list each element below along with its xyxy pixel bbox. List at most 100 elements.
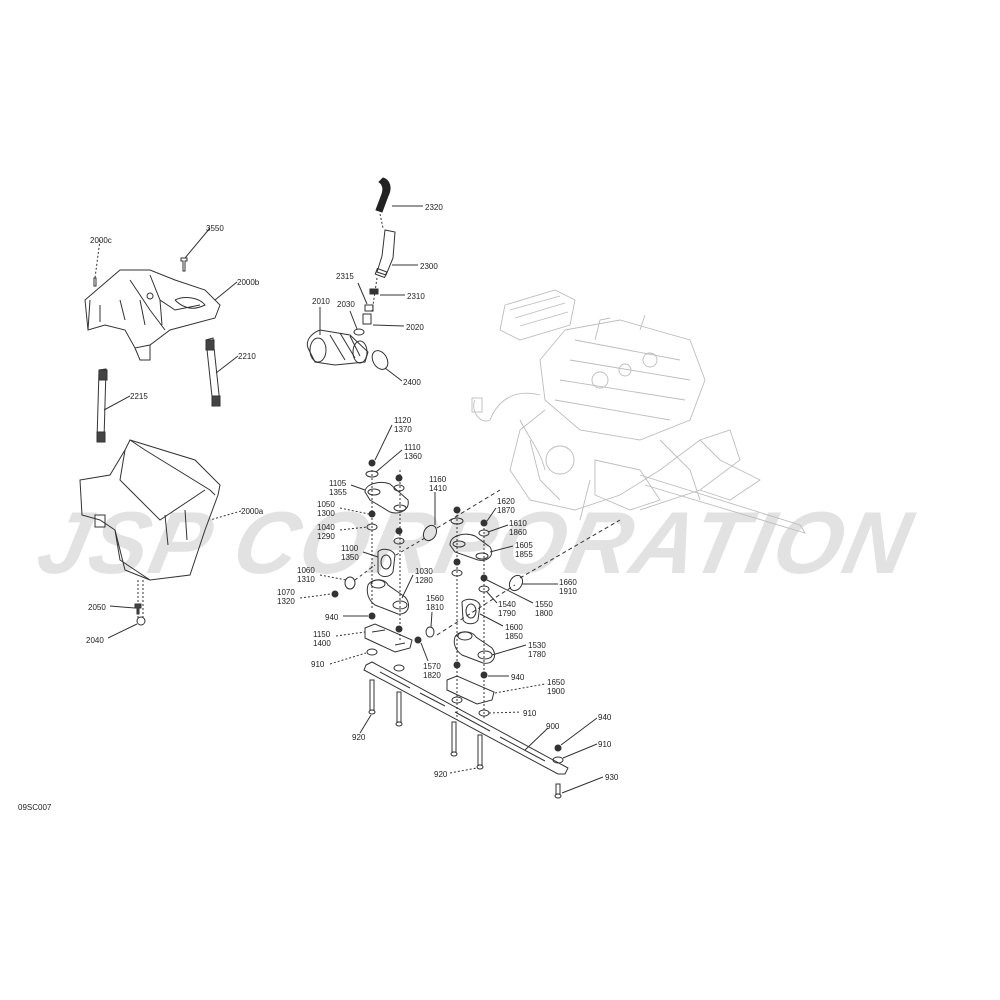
part-number: 1620 [497, 497, 515, 506]
nut-940 [554, 744, 562, 752]
part-number: 900 [546, 722, 560, 731]
part-callout-910: 910 [598, 740, 611, 749]
screw-2000c [93, 277, 97, 287]
mount-1100 [377, 548, 396, 577]
part-callout-2300: 2300 [420, 262, 438, 271]
bolt-930 [555, 783, 561, 795]
part-number: 1800 [535, 609, 553, 618]
clamp-2400 [371, 350, 389, 370]
leader-3550 [184, 227, 211, 259]
part-number: 1150 [313, 630, 331, 639]
part-number: 1410 [429, 484, 447, 493]
part-callout-2030: 2030 [337, 300, 355, 309]
washer-1060 [344, 576, 356, 590]
part-number: 1040 [317, 523, 335, 532]
part-number: 910 [598, 740, 612, 749]
screw-2050 [134, 603, 142, 615]
part-number: 1820 [423, 671, 441, 680]
part-number: 1070 [277, 588, 295, 597]
part-number: 1030 [415, 567, 433, 576]
part-number: 2400 [403, 378, 421, 387]
clamp-2310 [369, 288, 379, 295]
part-number: 1105 [329, 479, 347, 488]
part-number: 910 [311, 660, 325, 669]
part-number: 920 [352, 733, 366, 742]
part-number: 1350 [341, 553, 359, 562]
part-callout-3550: 3550 [206, 224, 224, 233]
part-number: 1120 [394, 416, 412, 425]
screw-3550 [180, 257, 188, 272]
part-number: 2010 [312, 297, 330, 306]
plate-1150 [364, 623, 413, 653]
fitting-2020 [362, 313, 372, 325]
airbox-upper-part [84, 269, 221, 361]
part-number: 2000a [241, 507, 264, 516]
part-number: 2215 [130, 392, 148, 401]
part-number: 2315 [336, 272, 354, 281]
part-callout-2040: 2040 [86, 636, 104, 645]
part-number: 1900 [547, 687, 565, 696]
part-callout-2210: 2210 [238, 352, 256, 361]
part-callout-2310: 2310 [407, 292, 425, 301]
plate-1650 [446, 675, 495, 705]
part-callout-2315: 2315 [336, 272, 354, 281]
part-callout-940: 940 [325, 613, 338, 622]
part-callout-2320: 2320 [425, 203, 443, 212]
part-number: 1910 [559, 587, 577, 596]
part-number: 2210 [238, 352, 256, 361]
part-number: 1050 [317, 500, 335, 509]
part-number: 2040 [86, 636, 104, 645]
part-number: 1610 [509, 519, 527, 528]
part-number: 1860 [509, 528, 527, 537]
part-number: 2050 [88, 603, 106, 612]
leader-2400 [384, 367, 403, 382]
part-callout-2020: 2020 [406, 323, 424, 332]
part-number: 2020 [406, 323, 424, 332]
leader-900 [524, 727, 549, 751]
adapter-2010 [306, 329, 369, 366]
part-callout-920: 920 [352, 733, 365, 742]
part-callout-910: 910 [311, 660, 324, 669]
washer-1560 [425, 626, 435, 638]
part-number: 1290 [317, 532, 335, 541]
part-number: 1400 [313, 639, 331, 648]
leader-2040 [107, 623, 138, 639]
airbox-lower-part [79, 439, 221, 581]
part-number: 1310 [297, 575, 315, 584]
bracket-1105 [364, 481, 409, 514]
leader-2000c [94, 239, 101, 279]
part-number: 1660 [559, 578, 577, 587]
engine-mount-right [414, 506, 621, 720]
part-number: 1605 [515, 541, 533, 550]
part-number: 2320 [425, 203, 443, 212]
mount-1660 [508, 574, 524, 592]
hose-2320 [375, 177, 391, 213]
leader-2215 [103, 395, 131, 411]
bracket-1605 [449, 533, 493, 561]
part-number: 1100 [341, 544, 359, 553]
part-number: 940 [511, 673, 525, 682]
tube-2300 [376, 229, 396, 276]
part-number: 1300 [317, 509, 335, 518]
part-number: 1650 [547, 678, 565, 687]
drawing-code: 09SC007 [18, 803, 52, 812]
part-number: 940 [598, 713, 612, 722]
part-callout-900: 900 [546, 722, 559, 731]
part-number: 2000b [237, 278, 260, 287]
